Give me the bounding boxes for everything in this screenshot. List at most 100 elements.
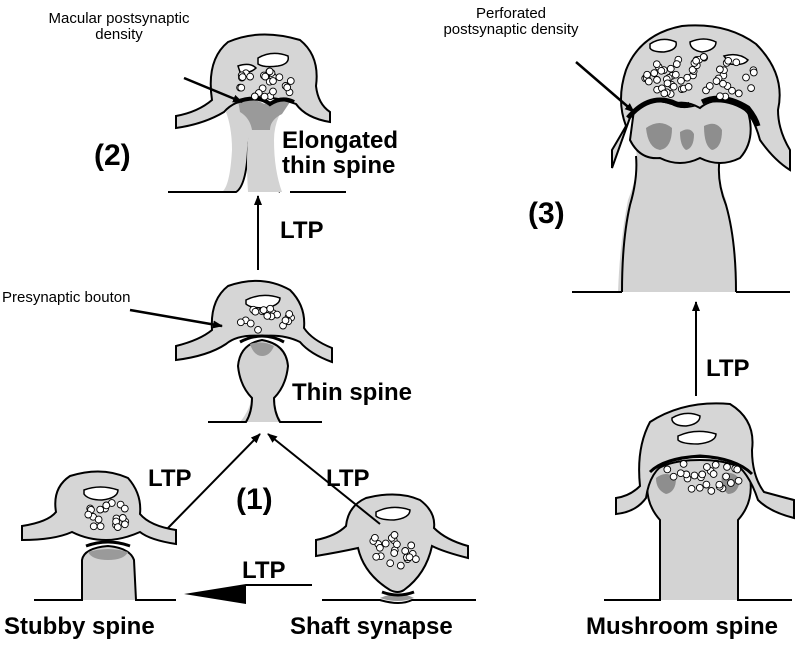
- vesicle: [699, 471, 706, 478]
- vesicle: [670, 83, 677, 90]
- vesicle: [391, 550, 398, 557]
- vesicle: [270, 78, 277, 85]
- vesicle: [276, 74, 283, 81]
- vesicle: [700, 54, 707, 61]
- vesicle: [119, 515, 126, 522]
- vesicle: [691, 472, 698, 479]
- vesicle: [717, 93, 724, 100]
- vesicle: [664, 466, 671, 473]
- perforated-psd-label-line2: postsynaptic density: [428, 22, 594, 38]
- vesicle: [684, 74, 691, 81]
- ltp-label-bottom: LTP: [242, 558, 286, 583]
- vesicle: [717, 66, 724, 73]
- elongated-mito-1: [258, 53, 288, 66]
- vesicle: [685, 83, 692, 90]
- vesicle: [658, 67, 665, 74]
- stage-1-label: (1): [236, 484, 273, 516]
- vesicle: [251, 93, 258, 100]
- vesicle: [724, 464, 731, 471]
- vesicle: [391, 532, 398, 539]
- thin-spine-label: Thin spine: [292, 380, 412, 405]
- vesicle: [103, 502, 110, 509]
- vesicle: [238, 84, 245, 91]
- ltp-label-mid-right: LTP: [326, 466, 370, 491]
- vesicle: [286, 311, 293, 318]
- vesicle: [651, 70, 658, 77]
- vesicle: [239, 74, 246, 81]
- vesicle: [97, 506, 104, 513]
- vesicle: [743, 74, 750, 81]
- perforated-psd-label-line1: Perforated: [428, 6, 594, 22]
- vesicle: [677, 470, 684, 477]
- vesicle: [282, 317, 289, 324]
- vesicle: [247, 73, 254, 80]
- vesicle: [733, 59, 740, 66]
- ltp-label-right: LTP: [706, 356, 750, 381]
- vesicle: [377, 544, 384, 551]
- vesicle: [704, 464, 711, 471]
- vesicle: [748, 85, 755, 92]
- macular-psd-label-line2: density: [24, 27, 214, 43]
- vesicle: [706, 83, 713, 90]
- vesicle: [373, 553, 380, 560]
- vesicle: [261, 93, 268, 100]
- vesicle: [247, 320, 254, 327]
- vesicle: [95, 516, 102, 523]
- vesicle: [90, 523, 97, 530]
- vesicle: [716, 481, 723, 488]
- stage-2-label: (2): [94, 140, 131, 172]
- mushroom-spine-label: Mushroom spine: [586, 614, 778, 639]
- vesicle: [644, 71, 651, 78]
- stubby-spine-label: Stubby spine: [4, 614, 155, 639]
- vesicle: [696, 484, 703, 491]
- vesicle: [255, 326, 262, 333]
- vesicle: [382, 540, 389, 547]
- vesicle: [653, 61, 660, 68]
- vesicle: [406, 554, 413, 561]
- vesicle: [725, 57, 732, 64]
- perforated-mito-1: [650, 39, 676, 52]
- vesicle: [121, 505, 128, 512]
- vesicle: [97, 523, 104, 530]
- vesicle: [680, 461, 687, 468]
- vesicle: [267, 305, 274, 312]
- vesicle: [85, 511, 92, 518]
- vesicle: [661, 90, 668, 97]
- vesicle: [708, 488, 715, 495]
- ltp-label-left: LTP: [148, 466, 192, 491]
- vesicle: [750, 69, 757, 76]
- presynaptic-pointer: [130, 310, 222, 326]
- vesicle: [372, 534, 379, 541]
- vesicle: [394, 541, 401, 548]
- vesicle: [735, 477, 742, 484]
- vesicle: [703, 481, 710, 488]
- elongated-thin-spine-label: Elongated thin spine: [282, 128, 398, 178]
- vesicle: [664, 80, 671, 87]
- vesicle: [693, 57, 700, 64]
- vesicle: [387, 560, 394, 567]
- vesicle: [720, 80, 727, 87]
- vesicle: [678, 77, 685, 84]
- ltp-wedge-shaft-to-stubby: [184, 584, 312, 604]
- vesicle: [252, 308, 259, 315]
- vesicle: [262, 73, 269, 80]
- vesicle: [713, 78, 720, 85]
- vesicle: [397, 562, 404, 569]
- vesicle: [237, 319, 244, 326]
- vesicle: [712, 461, 719, 468]
- perforated-spine-figure: [572, 25, 790, 292]
- macular-psd-label-line1: Macular postsynaptic: [24, 11, 214, 27]
- perforated-psd-label: Perforated postsynaptic density: [428, 6, 594, 38]
- elongated-label-line2: thin spine: [282, 153, 398, 178]
- vesicle: [728, 480, 735, 487]
- vesicle: [114, 524, 121, 531]
- vesicle: [723, 473, 730, 480]
- vesicle: [654, 77, 661, 84]
- vesicle: [688, 485, 695, 492]
- vesicle: [264, 313, 271, 320]
- stage-3-label: (3): [528, 198, 565, 230]
- ltp-label-center: LTP: [280, 218, 324, 243]
- presynaptic-bouton-label: Presynaptic bouton: [2, 290, 130, 306]
